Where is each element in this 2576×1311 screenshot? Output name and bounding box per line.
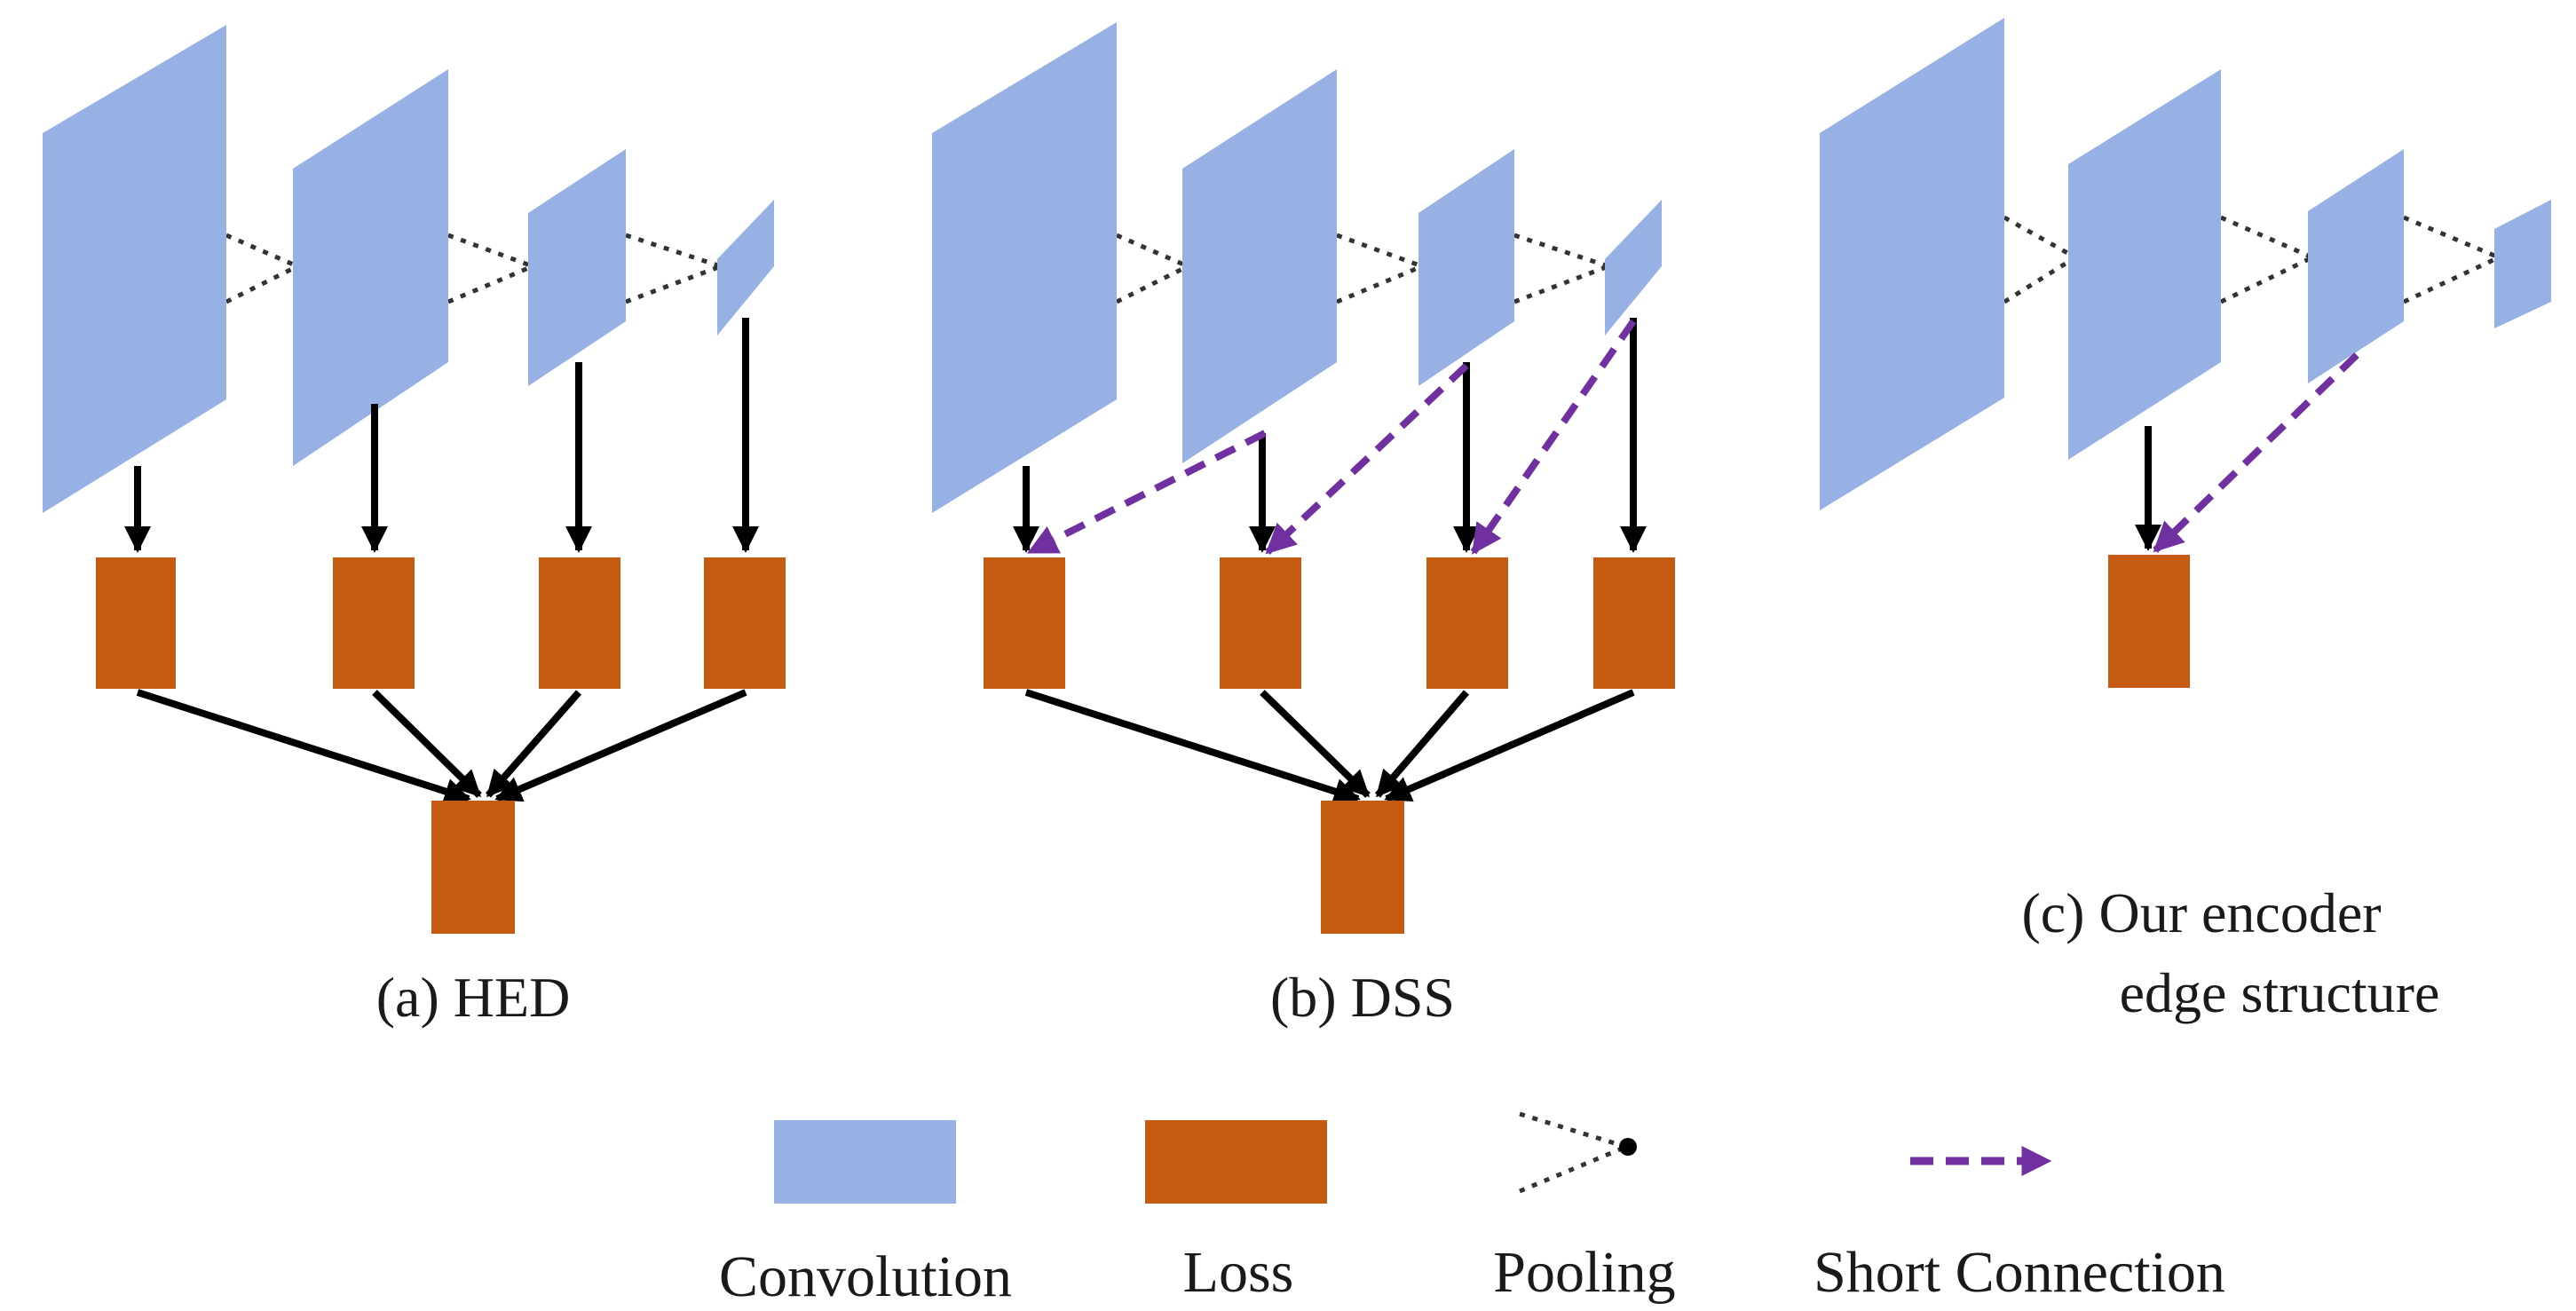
loss-block-1: [96, 557, 176, 689]
pooling-lines-hed: [225, 233, 722, 304]
legend-loss-label: Loss: [1183, 1240, 1294, 1305]
caption-hed: (a) HED: [376, 966, 571, 1029]
pooling-lines-dss: [1115, 233, 1609, 304]
loss-block: [2108, 555, 2190, 688]
loss-block-2: [1220, 557, 1301, 689]
legend: Convolution Loss Pooling Short Connectio…: [719, 1111, 2225, 1309]
conv-block-4: [1605, 200, 1662, 336]
conv-block-4: [717, 200, 774, 336]
legend-pooling-label: Pooling: [1493, 1240, 1675, 1305]
side-output-arrows-dss: [1013, 318, 1647, 553]
fusion-arrows-dss: [1024, 689, 1635, 805]
panel-dss: (b) DSS: [932, 22, 1675, 1029]
legend-short-connection-label: Short Connection: [1813, 1240, 2225, 1305]
loss-block-2: [333, 557, 415, 689]
legend-pooling-dot: [1619, 1138, 1637, 1156]
legend-pooling-symbol: [1519, 1111, 1627, 1194]
loss-block-4: [1593, 557, 1675, 689]
legend-loss-swatch: [1145, 1120, 1327, 1204]
conv-block-2: [293, 69, 448, 466]
conv-block-3: [2308, 149, 2404, 383]
short-connection-ours: [2153, 352, 2359, 553]
conv-block-1: [932, 22, 1117, 513]
conv-block-4: [2494, 200, 2551, 328]
conv-block-3: [528, 149, 626, 386]
panel-hed: (a) HED: [43, 25, 786, 1029]
pooling-lines-ours: [2003, 215, 2501, 304]
conv-block-2: [1182, 69, 1337, 463]
panel-ours: (c) Our encoder edge structure: [1820, 18, 2551, 1024]
loss-block-1: [984, 557, 1065, 689]
conv-block-2: [2068, 69, 2221, 460]
fusion-arrows-hed: [136, 689, 747, 805]
legend-convolution-swatch: [774, 1120, 956, 1204]
fused-loss-block: [1321, 801, 1404, 934]
side-output-arrows-hed: [124, 318, 759, 553]
loss-block-4: [704, 557, 786, 689]
legend-convolution-label: Convolution: [719, 1244, 1012, 1309]
caption-dss: (b) DSS: [1270, 966, 1455, 1029]
conv-block-3: [1418, 149, 1514, 386]
conv-block-1: [43, 25, 226, 513]
caption-ours-line2: edge structure: [2120, 961, 2440, 1024]
short-connections-dss: [1026, 319, 1637, 556]
loss-block-3: [539, 557, 620, 689]
fused-loss-block: [431, 801, 515, 934]
caption-ours-line1: (c) Our encoder: [2021, 881, 2381, 944]
conv-block-1: [1820, 18, 2004, 510]
loss-block-3: [1426, 557, 1508, 689]
